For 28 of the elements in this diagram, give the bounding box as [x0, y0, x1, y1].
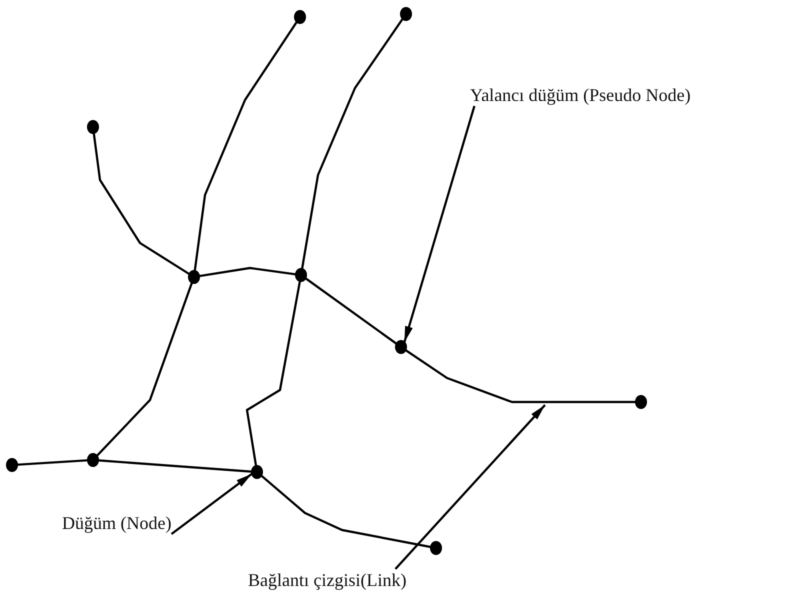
link-line	[98, 459, 252, 473]
link-line	[301, 18, 404, 269]
node-label: Bağlantı çizgisi(Link)	[248, 569, 406, 591]
link-line	[246, 281, 301, 466]
node-dot	[430, 541, 442, 555]
node-dot	[87, 453, 99, 467]
leader-arrow	[394, 404, 546, 570]
link-line	[92, 133, 190, 275]
leader-arrow	[403, 106, 476, 343]
node-dot	[395, 340, 407, 354]
link-line	[405, 349, 636, 404]
link-line	[194, 21, 298, 271]
node-label: Düğüm (Node)	[62, 512, 172, 534]
link-line	[17, 459, 88, 466]
link-line	[304, 277, 398, 345]
leader-arrow	[170, 473, 252, 535]
link-line	[260, 474, 431, 548]
node-dot	[6, 458, 18, 472]
node-label: Yalancı düğüm (Pseudo Node)	[470, 84, 691, 106]
node-dot	[251, 465, 263, 479]
node-dot	[295, 268, 307, 282]
node-dot	[294, 10, 306, 24]
link-line	[96, 282, 193, 457]
link-line	[199, 266, 296, 278]
node-dot	[400, 7, 412, 21]
node-dot	[188, 270, 200, 284]
node-dot	[87, 120, 99, 134]
node-dot	[635, 395, 647, 409]
